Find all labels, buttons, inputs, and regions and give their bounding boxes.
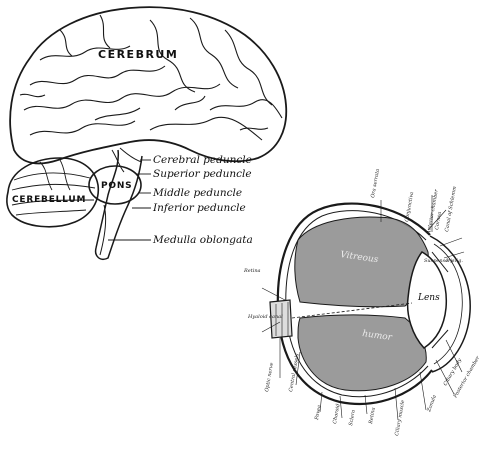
optic-nerve bbox=[269, 299, 293, 339]
vitreous-lower bbox=[297, 314, 427, 392]
eye-diagram bbox=[261, 195, 471, 421]
eye-label-fovea: Fovea bbox=[314, 405, 323, 422]
inferior-peduncle-label: Inferior peduncle bbox=[152, 202, 246, 214]
pons-label: PONS bbox=[101, 181, 132, 191]
cerebral-peduncle-label: Cerebral peduncle bbox=[153, 154, 252, 166]
pons-shape bbox=[88, 165, 142, 205]
eye-label-canal: Canal of Schlemm bbox=[444, 186, 458, 233]
eye-label-sclera: Sclera bbox=[348, 409, 357, 426]
eye-label-choroid: Choroid bbox=[332, 403, 341, 424]
eye-label-zonula: Zonula bbox=[426, 394, 438, 413]
eye-label-ciliary-muscle: Ciliary muscle bbox=[394, 400, 406, 437]
superior-peduncle-label: Superior peduncle bbox=[153, 168, 252, 180]
cerebellum-outline bbox=[6, 157, 100, 228]
eye-label-cornea: Cornea bbox=[434, 211, 443, 230]
lens-shape bbox=[406, 251, 448, 349]
medulla-oblongata-label: Medulla oblongata bbox=[152, 234, 253, 246]
eye-label-central-vessels: Central vessels bbox=[288, 353, 301, 392]
cerebrum-outline bbox=[9, 6, 288, 165]
eye-label-conjunctiva: Conjunctiva bbox=[404, 191, 415, 222]
eye-label-optic: Optic nerve bbox=[264, 362, 275, 392]
eye-label-iris: Iris bbox=[445, 258, 455, 264]
middle-peduncle-label: Middle peduncle bbox=[152, 187, 242, 199]
eye-label-hyaloid: Hyaloid canal bbox=[247, 314, 283, 320]
eye-label-retina-top: Retina bbox=[243, 268, 261, 274]
cerebellum-label: CEREBELLUM bbox=[12, 195, 86, 205]
cerebrum-label: CEREBRUM bbox=[98, 48, 178, 61]
cornea bbox=[429, 235, 471, 373]
lens-label: Lens bbox=[417, 293, 440, 303]
eye-label-ora: Ora serrata bbox=[370, 168, 381, 198]
brain-diagram bbox=[6, 6, 288, 260]
humor-label: humor bbox=[362, 329, 394, 343]
eye-label-retina: Retina bbox=[368, 407, 377, 425]
eye-label-cornea-lig: Suspensory lig. bbox=[424, 258, 463, 264]
